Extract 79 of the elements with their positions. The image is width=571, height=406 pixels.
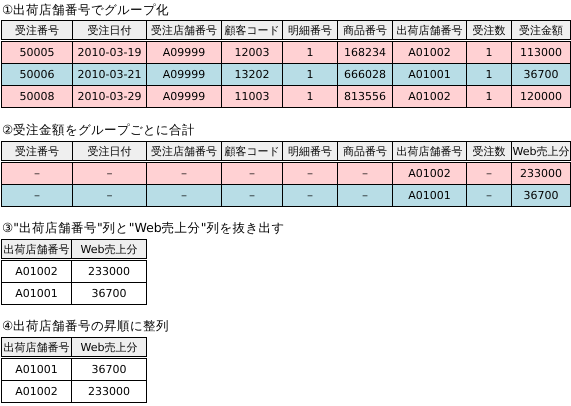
table-cell: － bbox=[2, 162, 72, 184]
column-header: 受注日付 bbox=[72, 142, 146, 162]
section-heading: ①出荷店舗番号でグループ化 bbox=[2, 2, 170, 18]
table-cell: A01001 bbox=[2, 358, 72, 380]
table-cell: A01001 bbox=[392, 184, 466, 206]
column-header: 受注番号 bbox=[2, 142, 72, 162]
table-cell: 1 bbox=[466, 40, 512, 64]
column-header: 出荷店舗番号 bbox=[392, 142, 466, 162]
table-cell: 666028 bbox=[338, 64, 392, 86]
table-cell: － bbox=[466, 162, 512, 184]
table-cell: － bbox=[338, 184, 392, 206]
column-header: Web売上分 bbox=[72, 338, 146, 358]
table-cell: A01001 bbox=[392, 64, 466, 86]
column-header: Web売上分 bbox=[512, 142, 570, 162]
table-cell: 13202 bbox=[222, 64, 282, 86]
table-cell: 1 bbox=[466, 64, 512, 86]
table-cell: 1 bbox=[282, 40, 338, 64]
section-heading: ②受注金額をグループごとに合計 bbox=[2, 122, 196, 138]
section-heading: ④出荷店舗番号の昇順に整列 bbox=[2, 318, 170, 334]
table-cell: 2010-03-19 bbox=[72, 40, 146, 64]
table-cell: 2010-03-29 bbox=[72, 86, 146, 108]
table-cell: 813556 bbox=[338, 86, 392, 108]
table-cell: A01002 bbox=[2, 380, 72, 402]
table-cell: 1 bbox=[282, 86, 338, 108]
table-cell: 113000 bbox=[512, 40, 570, 64]
table-cell: 36700 bbox=[72, 282, 146, 304]
table-cell: 233000 bbox=[512, 162, 570, 184]
table-cell: A01001 bbox=[2, 282, 72, 304]
table-cell: 36700 bbox=[512, 64, 570, 86]
column-header: 商品番号 bbox=[338, 20, 392, 40]
column-header: 受注金額 bbox=[512, 20, 570, 40]
table-cell: － bbox=[338, 162, 392, 184]
table-cell: A01002 bbox=[392, 40, 466, 64]
table-cell: A09999 bbox=[146, 40, 222, 64]
table-cell: 36700 bbox=[72, 358, 146, 380]
column-header: 出荷店舗番号 bbox=[2, 338, 72, 358]
table-cell: 11003 bbox=[222, 86, 282, 108]
column-header: 明細番号 bbox=[282, 20, 338, 40]
column-header: 受注番号 bbox=[2, 20, 72, 40]
table-cell: 2010-03-21 bbox=[72, 64, 146, 86]
table-cell: － bbox=[2, 184, 72, 206]
table-cell: － bbox=[146, 162, 222, 184]
table-cell: 50005 bbox=[2, 40, 72, 64]
column-header: 商品番号 bbox=[338, 142, 392, 162]
table-cell: A01002 bbox=[392, 86, 466, 108]
column-header: 顧客コード bbox=[222, 20, 282, 40]
column-header: 受注日付 bbox=[72, 20, 146, 40]
table-cell: A01002 bbox=[392, 162, 466, 184]
table-cell: 50006 bbox=[2, 64, 72, 86]
table-cell: 120000 bbox=[512, 86, 570, 108]
column-header: 受注数 bbox=[466, 142, 512, 162]
table-cell: － bbox=[282, 184, 338, 206]
column-header: 受注店舗番号 bbox=[146, 20, 222, 40]
section-heading: ③"出荷店舗番号"列と"Web売上分"列を抜き出す bbox=[2, 220, 284, 236]
table-cell: － bbox=[222, 162, 282, 184]
column-header: 出荷店舗番号 bbox=[2, 240, 72, 260]
column-header: 顧客コード bbox=[222, 142, 282, 162]
column-header: 出荷店舗番号 bbox=[392, 20, 466, 40]
table-cell: 233000 bbox=[72, 260, 146, 282]
table-cell: － bbox=[222, 184, 282, 206]
column-header: 受注数 bbox=[466, 20, 512, 40]
table-cell: － bbox=[282, 162, 338, 184]
table-cell: A09999 bbox=[146, 86, 222, 108]
table-cell: 50008 bbox=[2, 86, 72, 108]
table-cell: 1 bbox=[466, 86, 512, 108]
table-cell: － bbox=[466, 184, 512, 206]
column-header: Web売上分 bbox=[72, 240, 146, 260]
column-header: 明細番号 bbox=[282, 142, 338, 162]
table-cell: 12003 bbox=[222, 40, 282, 64]
table-cell: 233000 bbox=[72, 380, 146, 402]
table-cell: 1 bbox=[282, 64, 338, 86]
table-cell: A01002 bbox=[2, 260, 72, 282]
table-cell: A09999 bbox=[146, 64, 222, 86]
table-cell: － bbox=[72, 184, 146, 206]
table-cell: 168234 bbox=[338, 40, 392, 64]
column-header: 受注店舗番号 bbox=[146, 142, 222, 162]
table-cell: 36700 bbox=[512, 184, 570, 206]
table-cell: － bbox=[146, 184, 222, 206]
table-cell: － bbox=[72, 162, 146, 184]
